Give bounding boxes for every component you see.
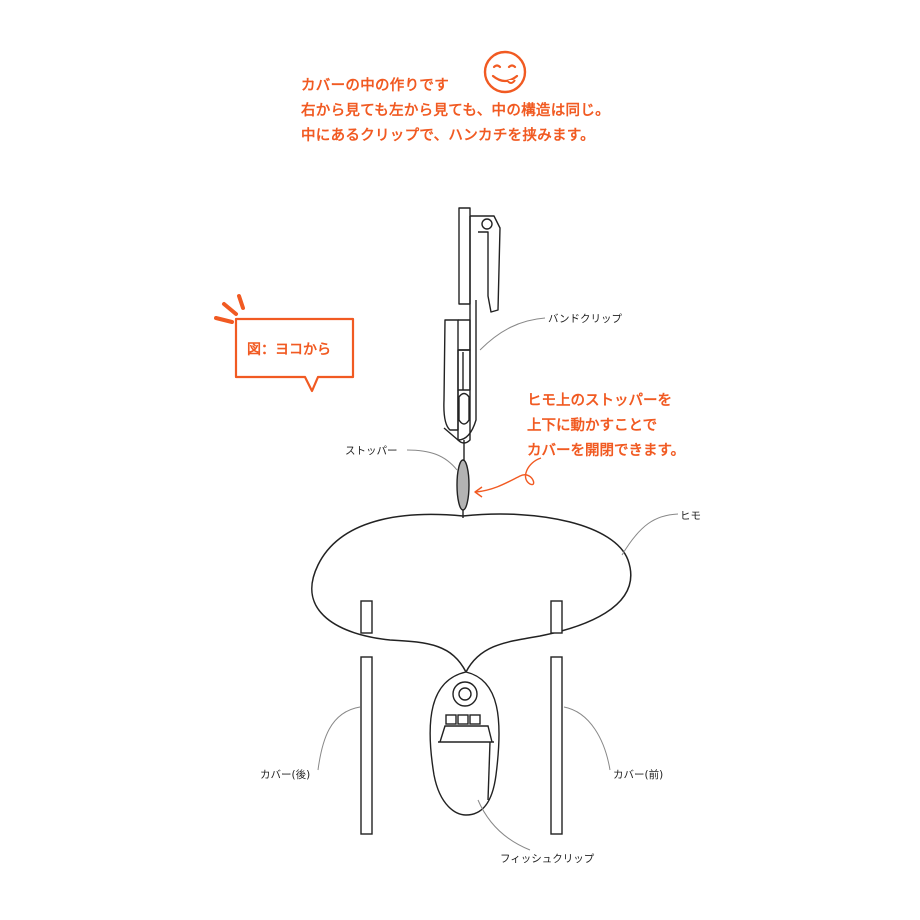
cord-loop [311, 513, 632, 674]
fish-clip-label: フィッシュクリップ [500, 853, 595, 865]
stopper-note: ヒモ上のストッパーを 上下に動かすことで カバーを開閉できます。 [527, 389, 685, 464]
band-clip-drawing [443, 207, 501, 462]
cover-back-leader [317, 706, 361, 771]
cord-leader [621, 513, 679, 556]
stopper-arrow [475, 457, 542, 493]
fish-clip-leader [477, 799, 531, 851]
smiley-icon [483, 50, 527, 94]
intro-line-3: 中にあるクリップで、ハンカチを挟みます。 [301, 128, 595, 144]
band-clip-label: バンドクリップ [548, 313, 623, 325]
cover-front-label: カバー(前) [613, 769, 664, 781]
stopper-note-line-1: ヒモ上のストッパーを [527, 393, 672, 409]
view-badge-label: 図：ヨコから [247, 342, 331, 358]
view-badge-bubble [214, 294, 355, 393]
intro-text: カバーの中の作りです 右から見ても左から見ても、中の構造は同じ。 中にあるクリッ… [301, 74, 610, 149]
stopper-leader [406, 449, 458, 471]
stopper-drawing [456, 459, 470, 511]
intro-line-2: 右から見ても左から見ても、中の構造は同じ。 [301, 103, 610, 119]
stopper-note-line-2: 上下に動かすことで [527, 418, 658, 434]
stopper-label: ストッパー [345, 445, 398, 457]
slot-left [360, 600, 373, 634]
cover-back-panel [360, 656, 373, 835]
cover-front-leader [563, 706, 611, 771]
cover-front-panel [550, 656, 563, 835]
stopper-note-line-3: カバーを開閉できます。 [527, 443, 686, 459]
fish-clip-drawing [429, 671, 500, 816]
intro-line-1: カバーの中の作りです [301, 78, 449, 94]
cover-back-label: カバー(後) [260, 769, 311, 781]
band-clip-leader [479, 317, 546, 351]
slot-right [550, 600, 563, 634]
cord-label: ヒモ [680, 510, 701, 522]
